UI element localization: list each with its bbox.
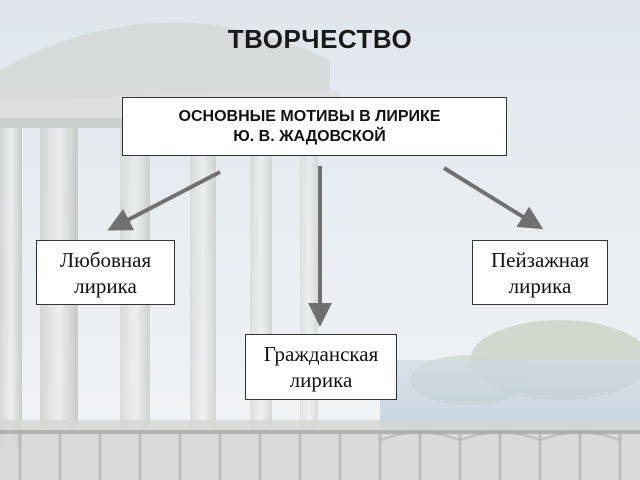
arrow-to-love-lyric	[107, 170, 221, 231]
main-topic-box: ОСНОВНЫЕ МОТИВЫ В ЛИРИКЕ Ю. В. ЖАДОВСКОЙ	[122, 97, 507, 156]
main-topic-line2: Ю. В. ЖАДОВСКОЙ	[233, 127, 386, 145]
civic-lyric-box: Гражданская лирика	[245, 334, 397, 400]
love-lyric-line2: лирика	[74, 273, 137, 298]
landscape-lyric-box: Пейзажная лирика	[472, 240, 608, 305]
landscape-lyric-line2: лирика	[508, 273, 572, 298]
love-lyric-line1: Любовная	[59, 247, 152, 272]
landscape-lyric-line1: Пейзажная	[490, 247, 590, 272]
civic-lyric-line1: Гражданская	[263, 342, 379, 366]
slide-title: ТВОРЧЕСТВО	[227, 24, 413, 54]
love-lyric-box: Любовная лирика	[36, 240, 175, 305]
main-topic-line1: ОСНОВНЫЕ МОТИВЫ В ЛИРИКЕ	[178, 107, 441, 125]
civic-lyric-line2: лирика	[289, 368, 353, 392]
arrow-to-landscape-lyric	[442, 166, 544, 230]
